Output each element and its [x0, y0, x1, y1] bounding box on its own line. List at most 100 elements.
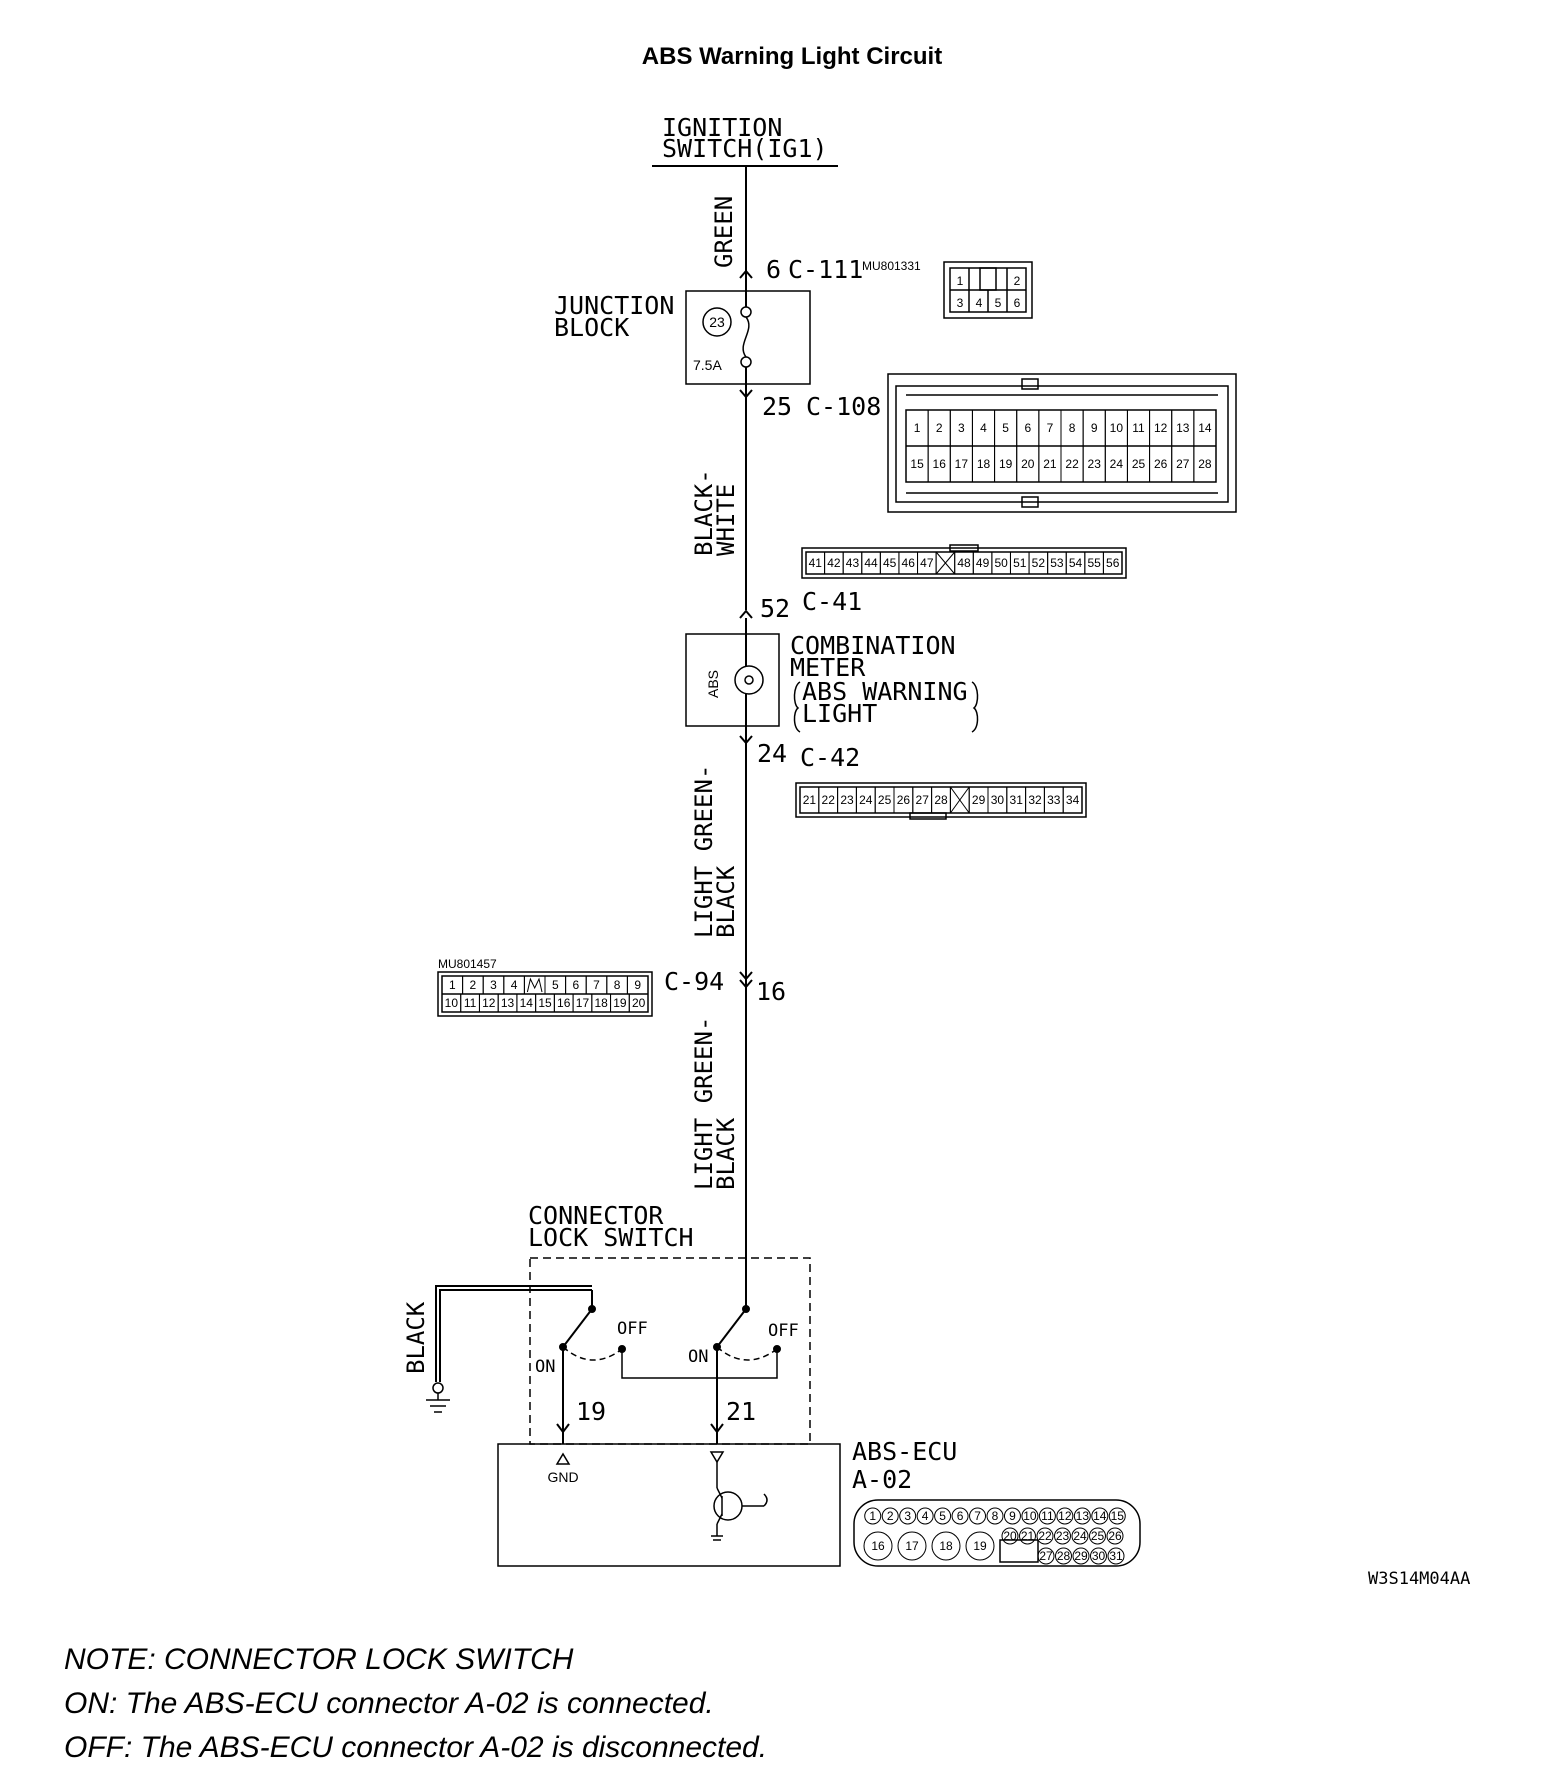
svg-text:53: 53 — [1050, 556, 1064, 570]
c94-pin-2: 2 — [462, 975, 484, 995]
junction-block-label-2: BLOCK — [554, 313, 629, 342]
svg-text:2: 2 — [887, 1509, 894, 1523]
c94-pin-19: 19 — [610, 993, 630, 1013]
a02-name: A-02 — [852, 1465, 912, 1494]
c108-pin-3: 3 — [949, 409, 973, 447]
svg-text:12: 12 — [482, 996, 496, 1010]
svg-text:26: 26 — [897, 793, 911, 807]
svg-text:10: 10 — [1110, 421, 1124, 435]
transistor-icon — [711, 1462, 768, 1541]
meter-label-3: ABS WARNING — [802, 677, 968, 706]
svg-text:18: 18 — [977, 457, 991, 471]
svg-text:55: 55 — [1087, 556, 1101, 570]
svg-text:28: 28 — [1057, 1549, 1071, 1563]
svg-text:6: 6 — [957, 1509, 964, 1523]
c111-pin-2: 2 — [1014, 274, 1021, 288]
c108-pin-12: 12 — [1149, 409, 1173, 447]
c94-blank-slot — [523, 975, 546, 995]
svg-text:11: 11 — [1132, 421, 1145, 435]
c42-pin-22: 22 — [818, 786, 839, 814]
c41-name: C-41 — [802, 587, 862, 616]
c42-pin-32: 32 — [1025, 786, 1045, 814]
ground-icon — [426, 1382, 450, 1413]
svg-text:8: 8 — [614, 978, 621, 992]
svg-text:24: 24 — [1110, 457, 1124, 471]
svg-text:2: 2 — [470, 978, 477, 992]
svg-text:50: 50 — [994, 556, 1008, 570]
c94-part-number: MU801457 — [438, 957, 497, 971]
c94-pin-6: 6 — [565, 975, 587, 995]
ignition-switch: IGNITION SWITCH(IG1) — [652, 113, 838, 167]
svg-text:27: 27 — [1039, 1549, 1053, 1563]
svg-text:27: 27 — [916, 793, 930, 807]
lock-switch-pin-19: 19 — [576, 1397, 606, 1426]
c41-pin-46: 46 — [898, 551, 919, 575]
a02-connector-face — [853, 1499, 1141, 1567]
svg-text:1: 1 — [449, 978, 456, 992]
c111-pin-3: 3 — [957, 296, 964, 310]
c108-pin-21: 21 — [1038, 445, 1062, 483]
svg-text:9: 9 — [634, 978, 641, 992]
c94-pin-20: 20 — [628, 993, 649, 1013]
svg-text:21: 21 — [803, 793, 817, 807]
c42-pin-23: 23 — [837, 786, 857, 814]
c111-pin-5: 5 — [995, 296, 1002, 310]
svg-text:9: 9 — [1091, 421, 1098, 435]
c108-pin-14: 14 — [1193, 409, 1217, 447]
svg-text:17: 17 — [955, 457, 969, 471]
svg-text:20: 20 — [632, 996, 646, 1010]
a02-pin-5: 5 — [934, 1507, 952, 1525]
svg-text:25: 25 — [878, 793, 892, 807]
svg-text:9: 9 — [1009, 1509, 1016, 1523]
a02-pin-21: 21 — [1019, 1527, 1036, 1545]
svg-text:8: 8 — [992, 1509, 999, 1523]
a02-pin-19: 19 — [965, 1531, 995, 1561]
lock-switch-label-2: LOCK SWITCH — [528, 1223, 694, 1252]
svg-text:23: 23 — [1088, 457, 1102, 471]
svg-text:54: 54 — [1069, 556, 1083, 570]
c111-pin-4: 4 — [976, 296, 983, 310]
c42-pin-21: 21 — [799, 786, 820, 814]
c41-pin-42: 42 — [824, 551, 844, 575]
c108-pin-15: 15 — [905, 445, 929, 483]
meter-label-2: METER — [790, 653, 866, 682]
svg-text:17: 17 — [905, 1539, 919, 1553]
svg-text:41: 41 — [809, 556, 823, 570]
c41-pin-53: 53 — [1047, 551, 1067, 575]
a02-pin-24: 24 — [1071, 1527, 1089, 1545]
svg-text:26: 26 — [1108, 1529, 1122, 1543]
c42-pin-number: 24 — [757, 739, 787, 768]
c41-pin-number: 52 — [760, 594, 790, 623]
c108-pin-22: 22 — [1060, 445, 1084, 483]
svg-text:13: 13 — [1176, 421, 1190, 435]
figure-code: W3S14M04AA — [1368, 1569, 1470, 1589]
svg-text:7: 7 — [593, 978, 600, 992]
c108-pin-26: 26 — [1149, 445, 1173, 483]
c94-pin-15: 15 — [535, 993, 555, 1013]
c41-pin-45: 45 — [879, 551, 900, 575]
connector-lock-switch: CONNECTOR LOCK SWITCH BLACK ON OFF — [402, 1201, 811, 1445]
svg-text:33: 33 — [1047, 793, 1061, 807]
svg-text:3: 3 — [904, 1509, 911, 1523]
fuse-rating: 7.5A — [693, 357, 722, 373]
svg-text:15: 15 — [1111, 1509, 1125, 1523]
c94-pin-8: 8 — [606, 975, 628, 995]
a02-pin-4: 4 — [916, 1507, 934, 1525]
c108-pin-number: 25 — [762, 392, 792, 421]
c41-pin-52: 52 — [1028, 551, 1049, 575]
svg-text:32: 32 — [1028, 793, 1042, 807]
ignition-label-line1: IGNITION — [662, 113, 782, 142]
c108-pin-24: 24 — [1104, 445, 1128, 483]
svg-text:21: 21 — [1021, 1529, 1035, 1543]
c108-pin-25: 25 — [1126, 445, 1151, 483]
c108-pin-19: 19 — [994, 445, 1018, 483]
svg-text:19: 19 — [973, 1539, 987, 1553]
svg-text:24: 24 — [859, 793, 873, 807]
c108-pin-2: 2 — [927, 409, 951, 447]
svg-text:21: 21 — [1043, 457, 1057, 471]
c94-pin-number: 16 — [756, 977, 786, 1006]
svg-text:19: 19 — [613, 996, 627, 1010]
a02-pin-31: 31 — [1107, 1547, 1125, 1565]
